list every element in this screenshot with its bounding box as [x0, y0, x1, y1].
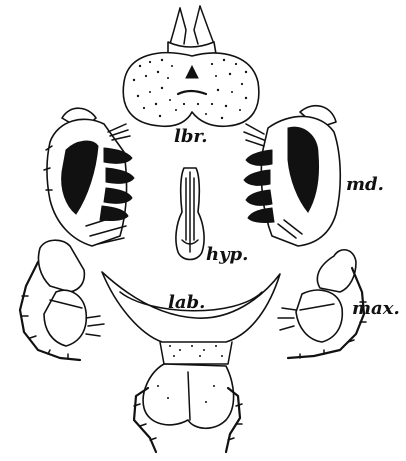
label-hypopharynx: hyp. — [206, 246, 248, 264]
left-mandible-drawing — [44, 108, 134, 246]
hypopharynx-drawing — [176, 168, 204, 260]
label-labrum: lbr. — [174, 128, 208, 146]
label-maxilla: max. — [352, 300, 400, 318]
label-labium: lab. — [168, 294, 205, 312]
left-maxilla-drawing — [20, 240, 104, 360]
right-mandible-drawing — [244, 106, 340, 246]
labrum-drawing — [123, 6, 259, 126]
label-mandible: md. — [346, 176, 384, 194]
